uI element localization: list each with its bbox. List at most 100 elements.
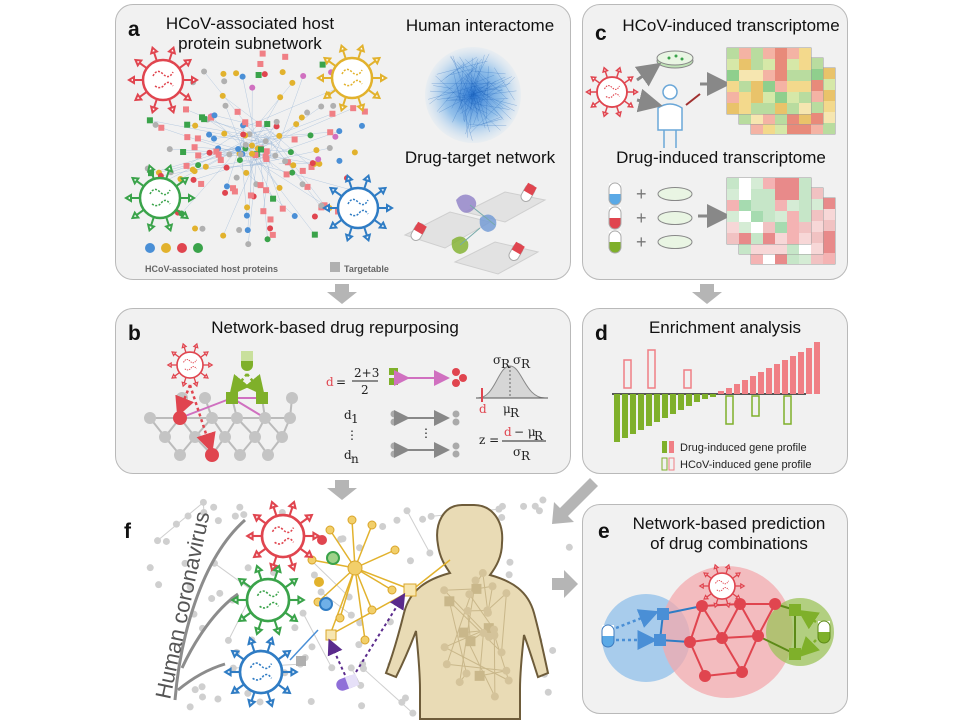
legend-hcov-profile: HCoV-induced gene profile bbox=[680, 459, 812, 471]
dn-row: d n bbox=[344, 442, 460, 466]
arrow-c-to-d bbox=[692, 284, 722, 304]
legend-swatch-hcov-green bbox=[661, 457, 668, 471]
distance-equation: d = 2+3 2 bbox=[326, 366, 379, 397]
panel-a-title-line1: HCoV-associated host bbox=[165, 14, 335, 33]
panel-b-title: Network-based drug repurposing bbox=[211, 318, 459, 337]
svg-text:σ: σ bbox=[513, 445, 521, 459]
panel-c-title2: Drug-induced transcriptome bbox=[616, 148, 826, 167]
legend-dot-green bbox=[193, 243, 203, 253]
interactome-title: Human interactome bbox=[405, 16, 555, 35]
drug-capsule-green-icon bbox=[608, 230, 622, 254]
z-score-equation: z = d − μ R σ R bbox=[479, 425, 546, 463]
virus-f-red-icon bbox=[245, 500, 321, 572]
legend-swatch-drug-pink bbox=[669, 441, 674, 453]
panel-d-title: Enrichment analysis bbox=[648, 318, 802, 337]
repurposing-network bbox=[144, 373, 298, 462]
panel-b-letter: b bbox=[128, 322, 141, 345]
panel-a-title-line2: protein subnetwork bbox=[178, 34, 322, 53]
svg-text:R: R bbox=[521, 357, 531, 371]
drug-capsule-e-blue-icon bbox=[601, 624, 615, 648]
panel-a-letter: a bbox=[128, 18, 140, 41]
svg-text:n: n bbox=[351, 452, 359, 466]
drug-capsule-f-icon bbox=[336, 673, 360, 691]
null-distribution-plot: d σ R σ R μ R bbox=[476, 353, 548, 420]
arrow-to-human bbox=[636, 88, 663, 113]
panel-f-letter: f bbox=[124, 520, 131, 543]
svg-text:=: = bbox=[336, 375, 346, 389]
svg-text:σ: σ bbox=[493, 353, 501, 367]
panel-e-title-line1: Network-based prediction bbox=[632, 514, 826, 533]
petri-dishes-drug bbox=[657, 187, 693, 249]
drug-target-title: Drug-target network bbox=[404, 148, 556, 167]
enrichment-bars bbox=[614, 342, 820, 442]
svg-text:R: R bbox=[501, 357, 511, 371]
drug-capsule-blue-icon bbox=[608, 182, 622, 206]
syringe-icon bbox=[685, 93, 701, 106]
panel-d-letter: d bbox=[595, 322, 608, 345]
virus-f-green-icon bbox=[230, 564, 306, 636]
arrow-b-to-f bbox=[327, 480, 357, 500]
arrow-d-to-f bbox=[552, 478, 598, 524]
hcov-module bbox=[661, 566, 793, 698]
drug-heatmap bbox=[726, 177, 836, 265]
phylogeny-branches bbox=[173, 518, 246, 701]
petri-dish-icon bbox=[656, 50, 694, 69]
drug-icon-panel-b bbox=[241, 351, 253, 371]
svg-text:d: d bbox=[326, 375, 334, 389]
human-patient-icon bbox=[657, 84, 683, 148]
virus-f-blue-icon bbox=[223, 636, 299, 708]
arrow-to-dish bbox=[634, 62, 662, 87]
svg-text:⋮: ⋮ bbox=[420, 426, 432, 440]
svg-text:R: R bbox=[521, 449, 531, 463]
hcov-drug-network-f bbox=[289, 515, 451, 676]
panel-c-title1: HCoV-induced transcriptome bbox=[622, 16, 840, 35]
svg-text:z =: z = bbox=[479, 433, 499, 447]
legend-swatch-hcov-pink bbox=[668, 457, 675, 471]
svg-text:d: d bbox=[504, 425, 512, 439]
plus-sign-3: + bbox=[636, 232, 647, 252]
legend-swatch-drug-green bbox=[662, 441, 667, 453]
svg-text:d: d bbox=[344, 448, 352, 462]
legend-targetable: Targetable bbox=[344, 264, 389, 274]
legend-dot-red bbox=[177, 243, 187, 253]
svg-text:2: 2 bbox=[361, 383, 369, 397]
virus-yellow-icon bbox=[316, 43, 388, 113]
virus-panel-b-icon bbox=[166, 342, 214, 388]
drug-combination-network bbox=[615, 598, 820, 682]
legend-host-proteins: HCoV-associated host proteins bbox=[145, 264, 279, 274]
legend-dot-yellow bbox=[161, 243, 171, 253]
virus-red-icon bbox=[127, 45, 199, 115]
svg-text:⋮: ⋮ bbox=[346, 428, 358, 442]
svg-text:1: 1 bbox=[351, 412, 359, 426]
svg-text:− μ: − μ bbox=[514, 425, 536, 439]
hcov-heatmap bbox=[726, 47, 836, 135]
drug-capsule-e-green-icon bbox=[817, 620, 831, 644]
arrow-a-to-b bbox=[327, 284, 357, 304]
svg-text:d: d bbox=[344, 408, 352, 422]
drug-capsule-red-icon bbox=[608, 206, 622, 230]
legend-drug-profile: Drug-induced gene profile bbox=[680, 442, 807, 454]
virus-blue-icon bbox=[322, 173, 394, 243]
drug-target-network-icon bbox=[403, 182, 547, 275]
svg-text:μ: μ bbox=[503, 402, 511, 416]
panel-e-title-line2: of drug combinations bbox=[650, 534, 808, 553]
d1-row: d 1 bbox=[344, 408, 460, 426]
svg-text:R: R bbox=[534, 429, 544, 443]
svg-text:σ: σ bbox=[513, 353, 521, 367]
legend-dot-blue bbox=[145, 243, 155, 253]
virus-panel-c-icon bbox=[585, 66, 639, 118]
arrow-f-to-e bbox=[552, 570, 578, 598]
interactome-lines bbox=[428, 53, 517, 141]
legend-square-grey bbox=[330, 262, 340, 272]
panel-c-letter: c bbox=[595, 22, 607, 45]
svg-text:2+3: 2+3 bbox=[354, 366, 379, 380]
virus-green-icon bbox=[124, 163, 196, 233]
virus-panel-e-icon bbox=[698, 563, 746, 609]
svg-text:R: R bbox=[510, 406, 520, 420]
panel-e-letter: e bbox=[598, 520, 610, 543]
body-network bbox=[440, 569, 513, 701]
plus-sign-1: + bbox=[636, 184, 647, 204]
plus-sign-2: + bbox=[636, 208, 647, 228]
svg-text:d: d bbox=[479, 402, 487, 416]
